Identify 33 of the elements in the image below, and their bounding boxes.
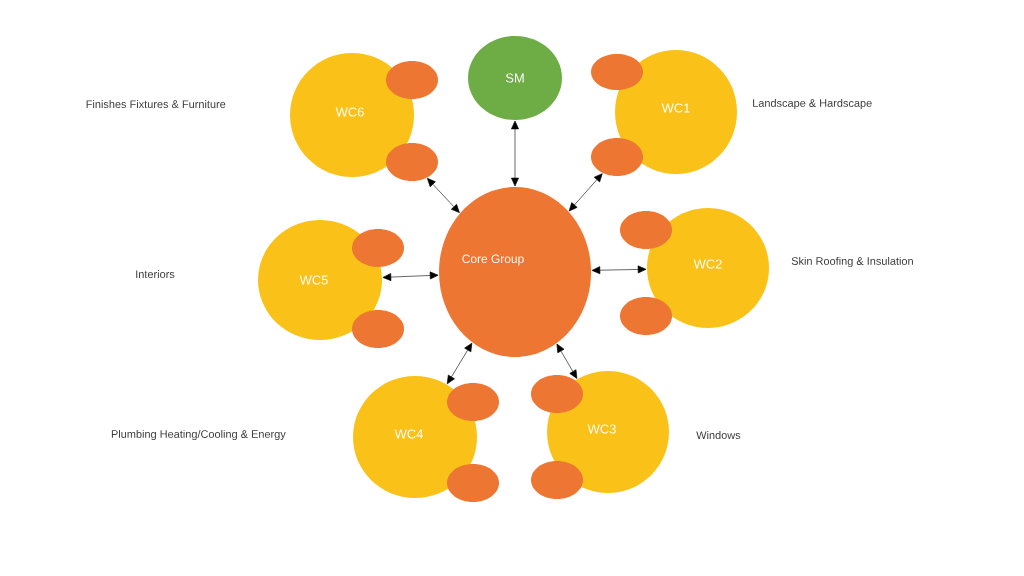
side-label: Finishes Fixtures & Furniture (86, 100, 226, 108)
double-arrow (511, 120, 519, 187)
node-label: WC5 (299, 275, 328, 285)
ellipse (591, 54, 643, 90)
ellipse (352, 229, 404, 267)
ellipse (352, 310, 404, 348)
node-label: WC3 (587, 424, 616, 434)
side-label: Interiors (136, 269, 175, 278)
node-label: WC2 (693, 259, 722, 269)
double-arrow (446, 342, 473, 385)
double-arrow (382, 271, 439, 281)
node-label: Landscape & Hardscape (753, 98, 872, 110)
node-label: SM (505, 73, 524, 83)
node-label: WC4 (394, 429, 423, 439)
ellipse (447, 383, 499, 421)
node-label: Skin Roofing & Insulation (791, 256, 913, 268)
ellipse (386, 61, 438, 99)
node-label: WC1 (661, 103, 690, 113)
ellipse (620, 211, 672, 249)
ellipse (620, 297, 672, 335)
ellipse (531, 461, 583, 499)
node-label: WC6 (335, 107, 364, 117)
double-arrow (427, 178, 460, 213)
double-arrow (591, 265, 647, 275)
side-label: Plumbing Heating/Cooling & Energy (111, 429, 286, 441)
ellipse (531, 375, 583, 413)
ellipse (447, 464, 499, 502)
double-arrow (556, 343, 578, 379)
ellipse (386, 143, 438, 181)
double-arrow (568, 173, 603, 212)
node-label: Core Group (462, 254, 524, 266)
node-label: Windows (696, 430, 741, 439)
ellipse (591, 138, 643, 176)
